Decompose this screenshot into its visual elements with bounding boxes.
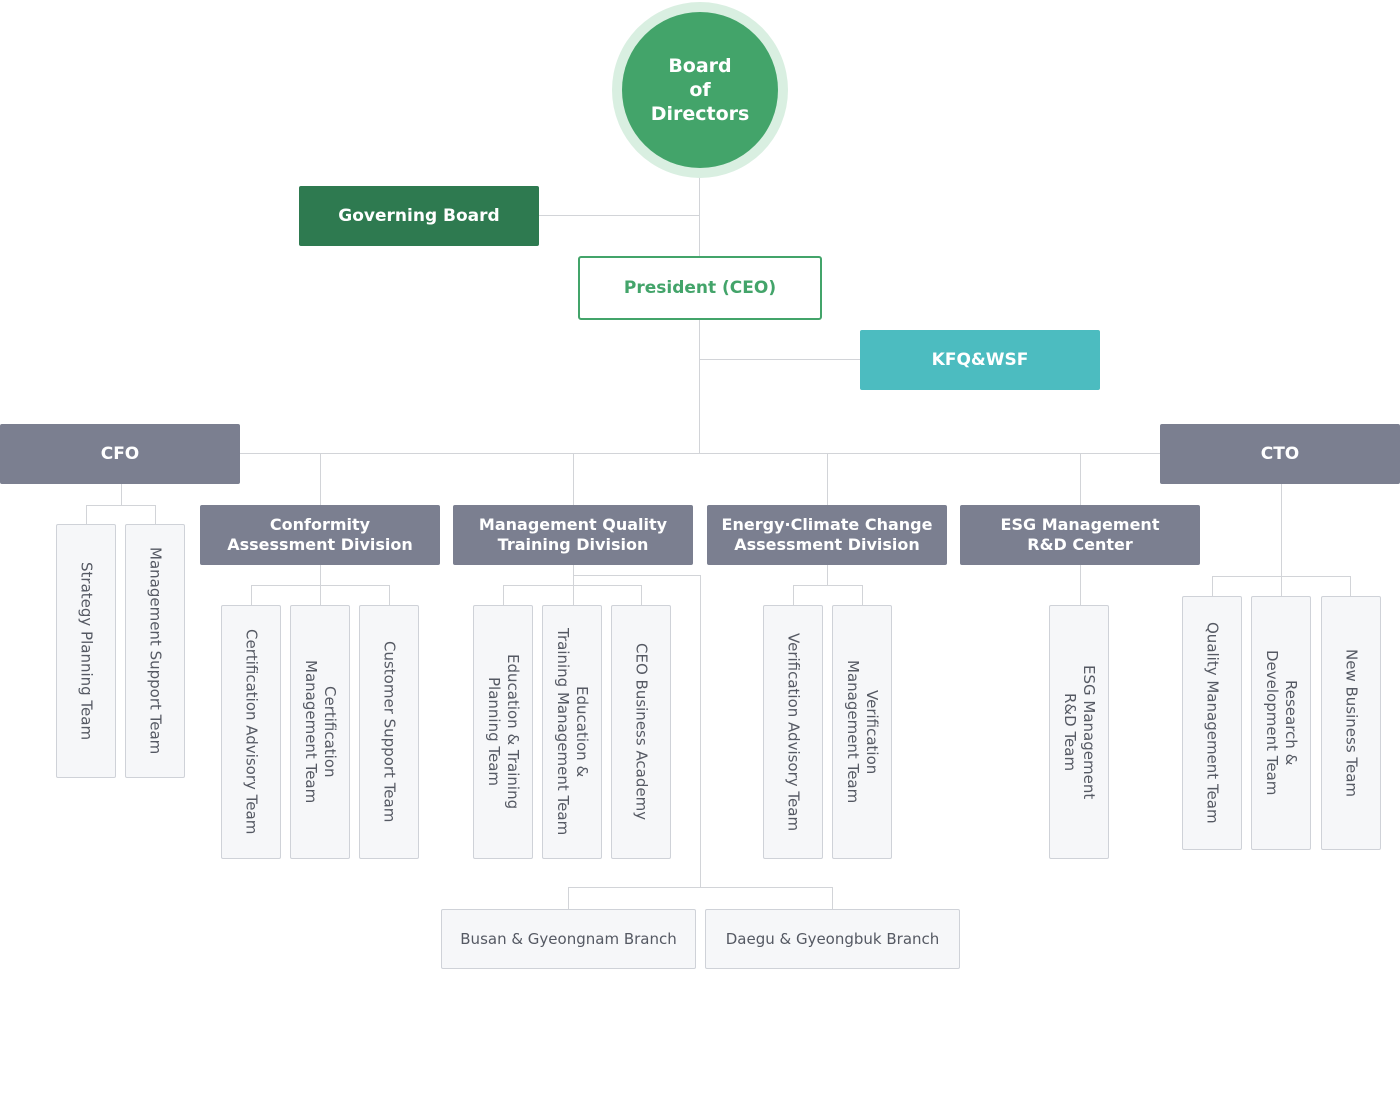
- branch-node: Daegu & Gyeongbuk Branch: [705, 909, 960, 969]
- team-node: Education & Training Planning Team: [473, 605, 533, 859]
- division-label: ESG Management R&D Center: [1000, 515, 1160, 554]
- connector-line: [1080, 565, 1081, 606]
- connector-line: [568, 887, 833, 888]
- connector-line: [573, 585, 574, 606]
- connector-line: [503, 585, 504, 606]
- connector-line: [320, 453, 321, 505]
- connector-line: [1212, 576, 1213, 597]
- connector-line: [1281, 484, 1282, 576]
- team-label: New Business Team: [1342, 648, 1361, 798]
- team-node: Certification Advisory Team: [221, 605, 281, 859]
- team-label: Education & Training Planning Team: [485, 654, 522, 810]
- connector-line: [320, 585, 321, 606]
- team-node: Research & Development Team: [1251, 596, 1311, 850]
- connector-line: [1350, 576, 1351, 597]
- president-ceo-label: President (CEO): [623, 278, 777, 298]
- energy-division-node: Energy·Climate Change Assessment Divisio…: [707, 505, 947, 565]
- team-node: Verification Management Team: [832, 605, 892, 859]
- conformity-division-node: Conformity Assessment Division: [200, 505, 440, 565]
- kfq-wsf-label: KFQ&WSF: [931, 350, 1029, 370]
- team-label: Research & Development Team: [1263, 650, 1300, 796]
- team-label: Certification Management Team: [302, 660, 339, 804]
- team-label: Customer Support Team: [380, 641, 399, 823]
- president-ceo-node: President (CEO): [578, 256, 822, 320]
- team-label: Education & Training Management Team: [554, 628, 591, 836]
- connector-line: [539, 215, 699, 216]
- connector-line: [573, 453, 574, 505]
- team-node: Management Support Team: [125, 524, 185, 778]
- governing-board-label: Governing Board: [338, 206, 500, 226]
- connector-line: [827, 565, 828, 586]
- team-label: Certification Advisory Team: [242, 629, 261, 835]
- connector-line: [503, 585, 642, 586]
- team-label: Verification Management Team: [844, 660, 881, 804]
- connector-line: [568, 887, 569, 909]
- esg-center-node: ESG Management R&D Center: [960, 505, 1200, 565]
- connector-line: [700, 575, 701, 887]
- connector-line: [86, 505, 156, 506]
- team-node: Strategy Planning Team: [56, 524, 116, 778]
- connector-line: [389, 585, 390, 606]
- team-node: Quality Management Team: [1182, 596, 1242, 850]
- branch-label: Busan & Gyeongnam Branch: [460, 930, 677, 948]
- branch-label: Daegu & Gyeongbuk Branch: [725, 930, 940, 948]
- team-node: CEO Business Academy: [611, 605, 671, 859]
- connector-line: [155, 505, 156, 525]
- connector-line: [121, 484, 122, 505]
- connector-line: [240, 453, 1160, 454]
- connector-line: [573, 575, 700, 576]
- board-of-directors-label: Board of Directors: [650, 55, 750, 125]
- division-label: Energy·Climate Change Assessment Divisio…: [721, 515, 933, 554]
- training-division-node: Management Quality Training Division: [453, 505, 693, 565]
- team-label: ESG Management R&D Team: [1061, 664, 1098, 800]
- connector-line: [793, 585, 863, 586]
- connector-line: [862, 585, 863, 606]
- team-node: Customer Support Team: [359, 605, 419, 859]
- connector-line: [699, 359, 860, 360]
- connector-line: [793, 585, 794, 606]
- team-label: Management Support Team: [146, 547, 165, 755]
- connector-line: [1080, 453, 1081, 505]
- board-of-directors-node: Board of Directors: [622, 12, 778, 168]
- governing-board-node: Governing Board: [299, 186, 539, 246]
- branch-node: Busan & Gyeongnam Branch: [441, 909, 696, 969]
- connector-line: [251, 585, 252, 606]
- cfo-label: CFO: [100, 444, 140, 464]
- team-label: Quality Management Team: [1203, 622, 1222, 824]
- team-label: Verification Advisory Team: [784, 632, 803, 832]
- connector-line: [1281, 576, 1282, 597]
- team-node: ESG Management R&D Team: [1049, 605, 1109, 859]
- cto-node: CTO: [1160, 424, 1400, 484]
- cfo-node: CFO: [0, 424, 240, 484]
- connector-line: [86, 505, 87, 525]
- division-label: Conformity Assessment Division: [227, 515, 413, 554]
- team-node: Verification Advisory Team: [763, 605, 823, 859]
- connector-line: [320, 565, 321, 586]
- connector-line: [641, 585, 642, 606]
- team-node: Education & Training Management Team: [542, 605, 602, 859]
- team-label: Strategy Planning Team: [77, 561, 96, 741]
- cto-label: CTO: [1260, 444, 1300, 464]
- division-label: Management Quality Training Division: [478, 515, 668, 554]
- connector-line: [832, 887, 833, 909]
- connector-line: [827, 453, 828, 505]
- team-node: Certification Management Team: [290, 605, 350, 859]
- kfq-wsf-node: KFQ&WSF: [860, 330, 1100, 390]
- team-label: CEO Business Academy: [632, 643, 651, 821]
- team-node: New Business Team: [1321, 596, 1381, 850]
